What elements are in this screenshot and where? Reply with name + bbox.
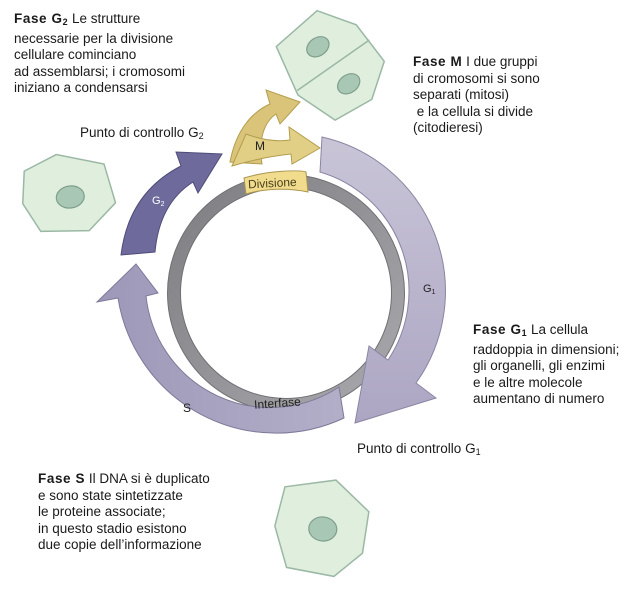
m-phase-description: Fase M I due gruppi di cromosomi si sono…: [413, 54, 540, 135]
s-arrow-label: S: [183, 401, 191, 415]
g2-phase-title: Fase G: [14, 11, 63, 26]
divisione-label: Divisione: [248, 175, 298, 192]
divisione-tag: [243, 170, 309, 195]
g2-arrow-label: G2: [152, 195, 165, 208]
s-phase-description: Fase S Il DNA si è duplicato e sono stat…: [38, 471, 210, 552]
m-arrow: [229, 89, 321, 167]
m-phase-title: Fase M: [413, 54, 463, 69]
interfase-label: Interfase: [254, 395, 302, 412]
s-arrow: [95, 263, 345, 434]
m-arrow-label: M: [255, 139, 265, 153]
g2-arrow: [120, 151, 223, 256]
cell-icon: [274, 479, 370, 578]
s-phase-title: Fase S: [38, 471, 86, 486]
g1-arrow: [319, 136, 446, 424]
g2-phase-description: Fase G2 Le strutture necessarie per la d…: [14, 11, 186, 95]
checkpoint-g2-label: Punto di controllo G2: [80, 125, 204, 141]
g1-phase-description: Fase G1 La cellula raddoppia in dimensio…: [473, 322, 620, 406]
cell-icon: [21, 153, 117, 233]
checkpoint-g1-label: Punto di controllo G1: [357, 441, 481, 457]
g1-arrow-label: G1: [423, 283, 436, 296]
cell-icon: [275, 9, 386, 122]
g1-phase-title: Fase G: [473, 322, 522, 337]
